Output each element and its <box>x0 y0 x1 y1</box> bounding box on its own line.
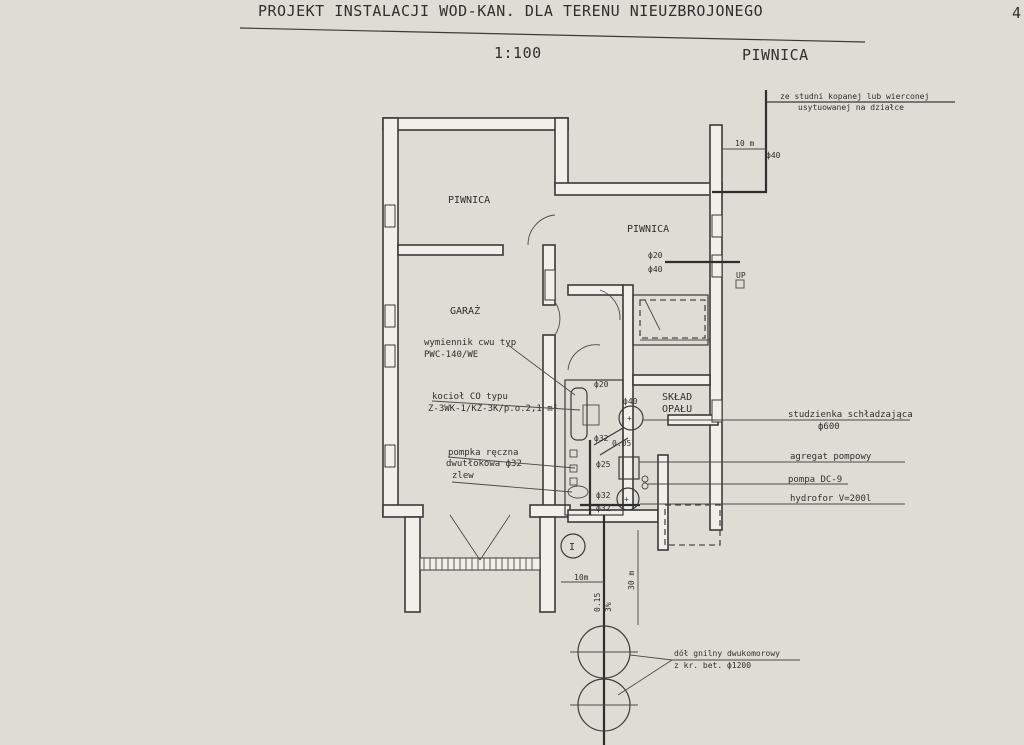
stairs <box>632 294 709 346</box>
title-underline <box>239 27 866 43</box>
room-label-opalu: OPAŁU <box>662 404 692 415</box>
diameter-label: ф32 <box>596 504 611 513</box>
distance-label-top: 10 m <box>735 139 754 148</box>
diameter-label: ф25 <box>596 460 611 469</box>
cooling-well-diameter: ф600 <box>818 422 840 432</box>
water-supply-pipe <box>712 90 768 194</box>
well-label: ze studni kopanej lub wierconej <box>780 92 929 101</box>
distance-label-vertical: 30 m <box>627 571 636 590</box>
septic-tank-label: dół gnilny dwukomorowy <box>674 648 780 658</box>
diameter-label: ф20 <box>648 251 663 260</box>
exchanger-label: wymiennik cwu typ <box>424 338 516 348</box>
slope-label: 0.15 <box>593 593 602 612</box>
section-marker-label: I <box>569 542 575 553</box>
hydrofor-label: hydrofor V=200l <box>790 494 871 504</box>
diameter-label: 0.05 <box>612 439 631 448</box>
room-label-piwnica-2: PIWNICA <box>627 224 669 235</box>
pump-dc-label: pompa DC-9 <box>788 475 842 485</box>
diameter-label: ф40 <box>766 151 781 160</box>
pump-unit <box>618 456 640 480</box>
pump-unit-label: agregat pompowy <box>790 452 872 462</box>
doors <box>449 214 621 561</box>
svg-text:+: + <box>627 414 632 423</box>
septic-tank-spec: z kr. bet. ф1200 <box>674 661 751 670</box>
distance-label: 10m <box>574 573 589 582</box>
diameter-label: ф20 <box>594 380 609 389</box>
room-label-garaz: GARAŻ <box>450 304 480 317</box>
boiler-model: Z-3WK-1/KZ-3K/p.o.2,1 m² <box>428 404 558 414</box>
boiler-label: kocioł CO typu <box>432 392 508 402</box>
boiler <box>582 404 600 426</box>
svg-text:+: + <box>624 495 629 504</box>
diameter-label: ф40 <box>623 397 638 406</box>
slope-percent: 3% <box>604 602 613 612</box>
drawing-subtitle: PIWNICA <box>742 46 809 64</box>
diameter-label: ф32 <box>594 434 609 443</box>
diameter-label: ф32 <box>596 491 611 500</box>
exchanger-model: PWC-140/WE <box>424 350 478 360</box>
hatched-threshold <box>419 557 541 571</box>
hydrofor-tank <box>616 487 640 511</box>
windows <box>384 204 723 468</box>
hand-pump-spec: dwutłokowa ф32 <box>446 459 522 469</box>
cooling-well-label: studzienka schładzająca <box>788 410 913 420</box>
up-label: UP <box>736 271 746 280</box>
drawing-scale: 1:100 <box>494 44 542 62</box>
room-label-sklad: SKŁAD <box>662 392 692 403</box>
heat-exchanger <box>570 387 588 441</box>
boiler-room <box>564 379 624 516</box>
cooling-well-circle <box>618 405 644 431</box>
dashed-cellar-outline <box>664 504 721 546</box>
section-marker <box>560 533 586 559</box>
diameter-label: ф40 <box>648 265 663 274</box>
drawing-title: PROJEKT INSTALACJI WOD-KAN. DLA TERENU N… <box>258 2 763 20</box>
sheet-number: 4 <box>1012 4 1022 22</box>
well-label-2: usytuowanej na działce <box>798 103 904 112</box>
hand-pump-label: pompka ręczna <box>448 448 518 458</box>
room-label-piwnica-1: PIWNICA <box>448 195 490 206</box>
sink-label: zlew <box>452 471 474 481</box>
